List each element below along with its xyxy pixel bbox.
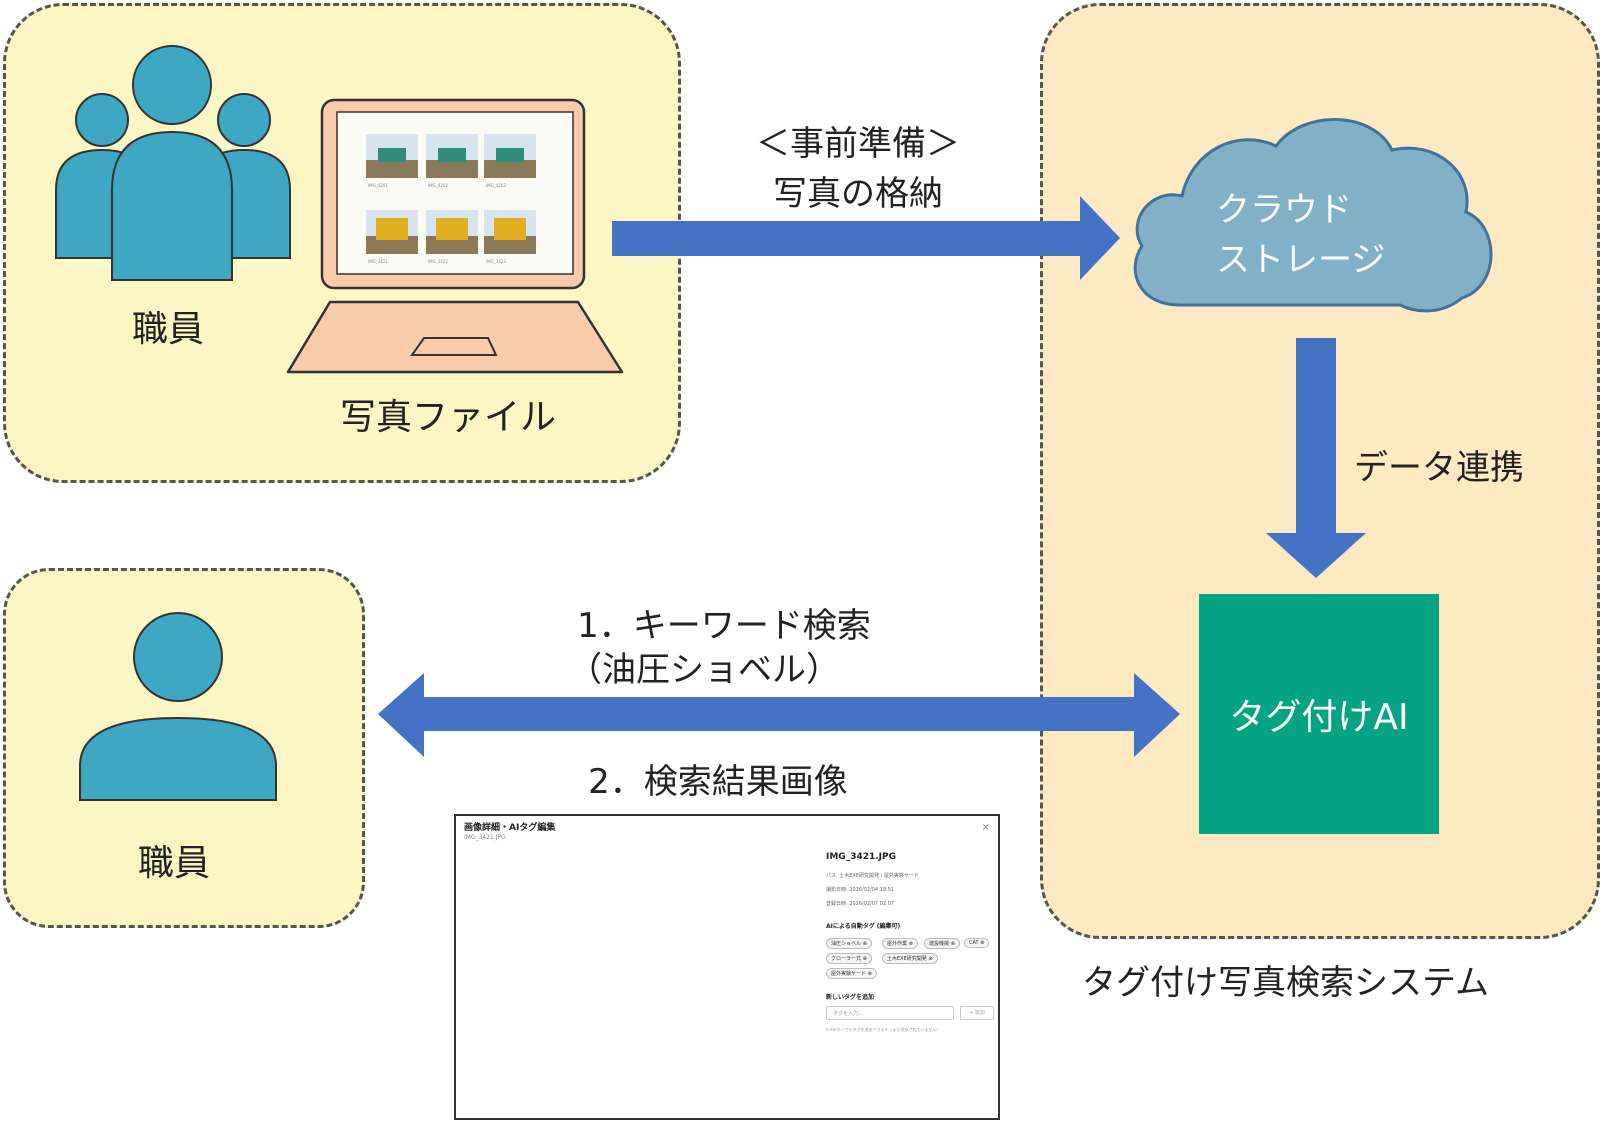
tag-chip[interactable]: CAT ⊗ xyxy=(964,938,990,948)
photo-thumb xyxy=(426,134,478,178)
staff-label-bottom: 職員 xyxy=(137,843,211,884)
add-tag-button[interactable]: + 追加 xyxy=(960,1006,994,1020)
prep-label: ＜事前準備＞ xyxy=(756,124,960,164)
cloud-label-line1: クラウド xyxy=(1216,190,1352,230)
thumb-label: IMG_3421 xyxy=(368,259,388,264)
data-link-arrow xyxy=(1266,338,1366,578)
cloud-label-line2: ストレージ xyxy=(1216,240,1386,280)
tag-hint: Enterキーでもタグを追加できます（まだ保存されていません） xyxy=(826,1027,941,1032)
dialog-title: 画像詳細・AIタグ編集 xyxy=(464,823,556,833)
staff-group-icon xyxy=(55,45,291,281)
tag-chip[interactable]: 建設機械 ⊗ xyxy=(924,938,960,949)
photo-thumb xyxy=(366,134,418,178)
search-result-screenshot: 画像詳細・AIタグ編集 IMG_3421.JPG × IMG_3421.JPG … xyxy=(454,814,1000,1120)
file-path: パス: 土木EXE研究開発 / 屋外実験ヤード xyxy=(826,873,919,879)
thumb-label: IMG_4202 xyxy=(428,183,448,188)
shot-date: 撮影日時: 2026/02/04 19:51 xyxy=(826,887,895,893)
thumb-label: IMG_4201 xyxy=(368,183,388,188)
new-tag-heading: 新しいタグを追加 xyxy=(826,994,875,1001)
tag-chip[interactable]: クローラー式 ⊗ xyxy=(826,953,872,964)
system-name-label: タグ付け写真検索システム xyxy=(1082,963,1489,1003)
thumb-label: IMG_3423 xyxy=(486,259,506,264)
tag-ai-label: タグ付けAI xyxy=(1229,697,1409,738)
staff-label-top: 職員 xyxy=(131,309,205,350)
tag-ai-box: タグ付けAI xyxy=(1199,594,1439,834)
file-name: IMG_3421.JPG xyxy=(826,852,896,862)
tag-input[interactable]: タグを入力... xyxy=(826,1006,954,1020)
search-keyword-label: （油圧ショベル） xyxy=(568,650,840,690)
store-photos-label: 写真の格納 xyxy=(773,174,943,214)
keyword-search-label: 1．キーワード検索 xyxy=(577,606,871,646)
ai-tags-heading: AIによる自動タグ (編集可) xyxy=(826,923,901,930)
photo-thumbnails xyxy=(366,134,536,254)
tag-chip[interactable]: 屋外作業 ⊗ xyxy=(882,938,918,949)
tag-chip[interactable]: 土木EXE研究開発 ⊗ xyxy=(882,953,938,964)
close-icon[interactable]: × xyxy=(981,822,990,833)
photo-thumb xyxy=(366,210,418,254)
tag-chip[interactable]: 屋外実験ヤード ⊗ xyxy=(826,968,877,979)
staff-person-icon xyxy=(79,612,277,801)
thumb-label: IMG_4203 xyxy=(486,183,506,188)
search-double-arrow xyxy=(378,673,1180,757)
upload-arrow xyxy=(612,196,1120,280)
tag-chip[interactable]: 油圧ショベル ⊗ xyxy=(826,938,872,949)
photo-thumb xyxy=(426,210,478,254)
registered-date: 登録日時: 2026/02/07 02:07 xyxy=(826,901,895,907)
search-result-label: 2．検索結果画像 xyxy=(588,762,848,802)
photo-thumb xyxy=(484,134,536,178)
dialog-subtitle: IMG_3421.JPG xyxy=(464,834,506,841)
cloud-storage-icon xyxy=(1133,118,1493,313)
thumb-label: IMG_3422 xyxy=(428,259,448,264)
photo-file-label: 写真ファイル xyxy=(339,397,557,438)
data-link-label: データ連携 xyxy=(1354,448,1524,488)
photo-thumb xyxy=(484,210,536,254)
